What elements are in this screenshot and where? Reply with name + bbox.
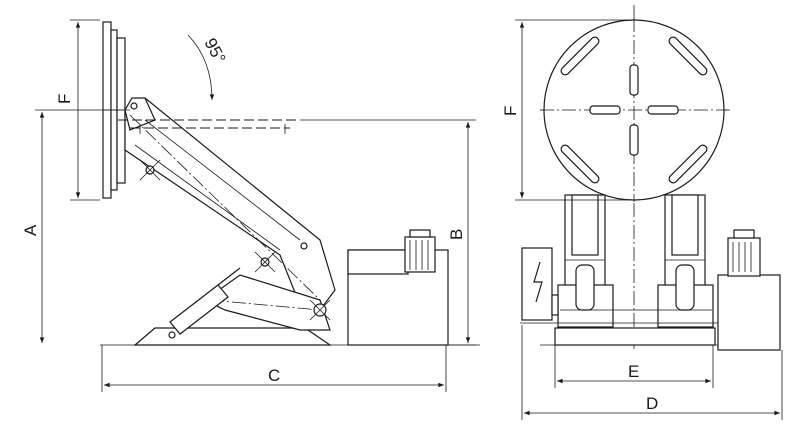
dim-label-d: D (646, 394, 658, 413)
hydraulic-cylinder (168, 267, 241, 339)
table-t-slots (560, 36, 708, 184)
tilted-table-ghost (118, 119, 300, 134)
side-motor-housing (347, 229, 449, 346)
dim-label-f-front: F (501, 106, 520, 116)
side-view: 95° F A B C (21, 19, 480, 392)
tilt-angle-arc (187, 34, 215, 101)
support-link (203, 274, 331, 331)
dim-label-e: E (628, 362, 639, 381)
dim-label-b: B (447, 229, 466, 240)
front-view: F E D (501, 5, 783, 420)
front-motor (717, 229, 781, 351)
dim-label-f-side: F (55, 94, 74, 104)
tilt-angle-label: 95° (200, 35, 229, 67)
front-base (554, 327, 716, 346)
electric-cabinet (521, 247, 559, 321)
tilt-arm (124, 97, 336, 311)
front-brackets (557, 264, 714, 328)
dim-label-c: C (268, 366, 280, 385)
pivot-joints (130, 102, 331, 321)
dim-label-a: A (21, 224, 40, 236)
